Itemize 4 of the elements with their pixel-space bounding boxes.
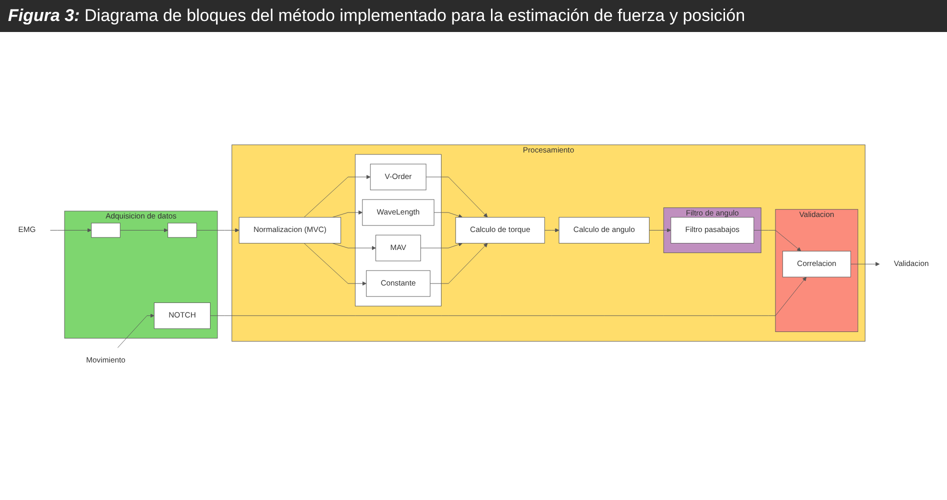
node-box [91,223,120,238]
cluster [354,154,442,307]
node-box [168,223,197,238]
figure-title: Figura 3: Diagrama de bloques del método implementado para la estimación de fuerza y posición [0,0,947,32]
